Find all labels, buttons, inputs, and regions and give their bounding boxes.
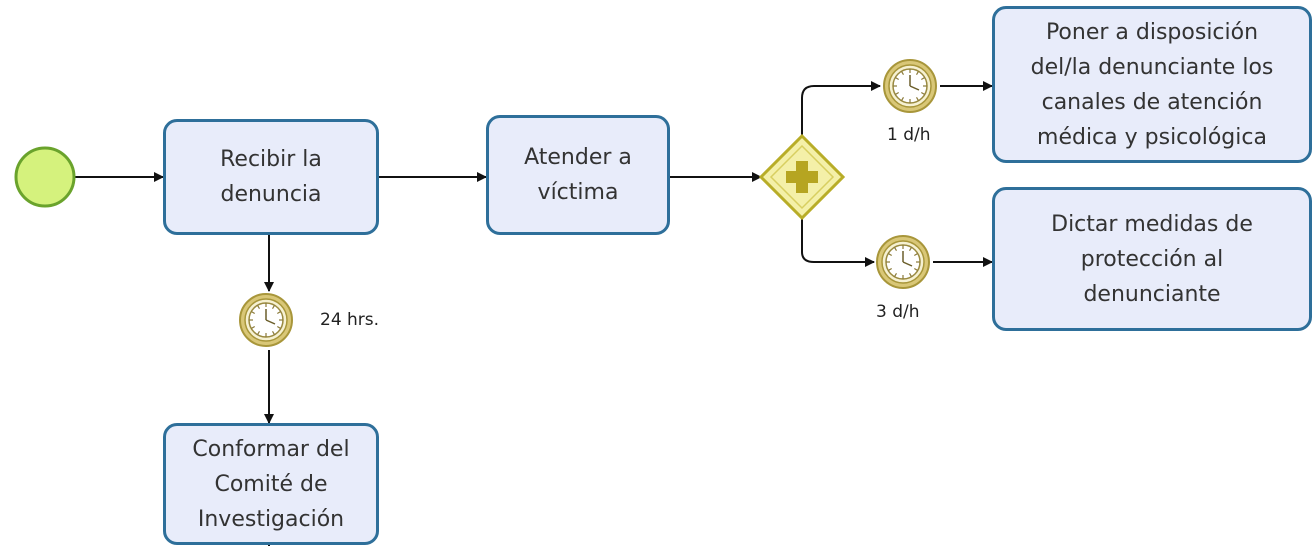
task-conformar-comite[interactable]: Conformar del Comité de Investigación	[163, 423, 379, 545]
timer-3-label: 3 d/h	[876, 302, 920, 322]
timer-3-clock-icon	[876, 235, 930, 289]
timer-24-clock-icon	[239, 293, 293, 347]
task-label: Poner a disposición del/la denunciante l…	[1030, 19, 1274, 150]
task-label: Conformar del Comité de Investigación	[192, 436, 350, 532]
task-atender-a-victima[interactable]: Atender a víctima	[486, 115, 670, 235]
task-label: Atender a víctima	[524, 145, 632, 205]
task-label: Recibir la denuncia	[220, 147, 322, 207]
flow-gateway-to-timer-1	[801, 81, 881, 136]
flow-gateway-to-timer-3	[801, 218, 875, 267]
timer-1-clock-icon	[883, 59, 937, 113]
start-event-icon	[14, 146, 76, 208]
timer-24-label: 24 hrs.	[320, 310, 380, 330]
task-label: Dictar medidas de protección al denuncia…	[1051, 211, 1253, 307]
task-recibir-la-denuncia[interactable]: Recibir la denuncia	[163, 119, 379, 235]
timer-1-label: 1 d/h	[887, 125, 931, 145]
parallel-gateway-icon	[758, 133, 846, 221]
task-poner-a-disposicion[interactable]: Poner a disposición del/la denunciante l…	[992, 6, 1312, 163]
sequence-flows	[75, 81, 993, 546]
task-dictar-medidas[interactable]: Dictar medidas de protección al denuncia…	[992, 187, 1312, 331]
